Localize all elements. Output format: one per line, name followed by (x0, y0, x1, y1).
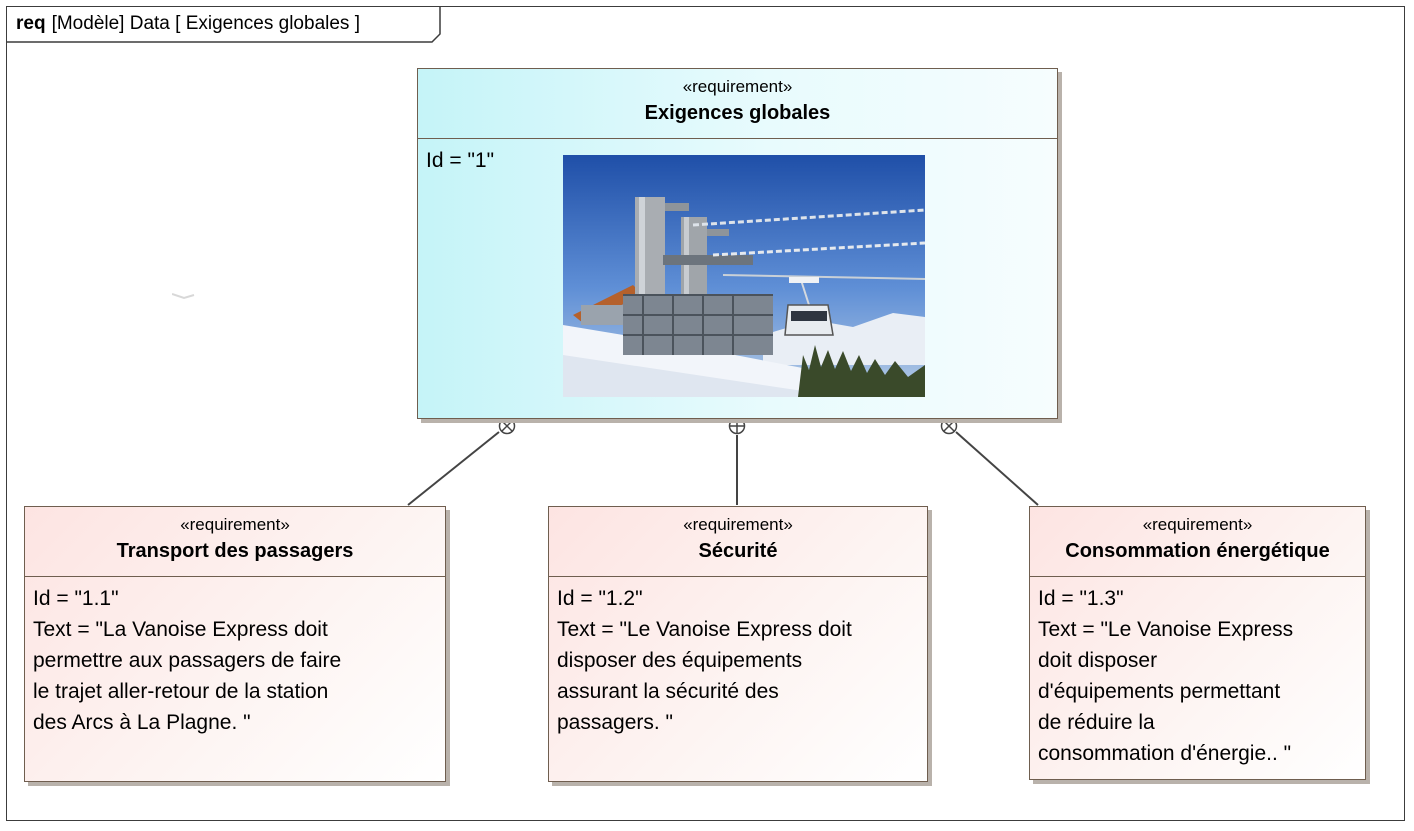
containment-symbol-left (498, 417, 516, 435)
requirement-name: Sécurité (698, 540, 778, 562)
requirement-name: Transport des passagers (116, 540, 354, 562)
requirement-header: «requirement» Transport des passagers (25, 507, 445, 577)
requirement-root[interactable]: «requirement» Exigences globales Id = "1… (417, 68, 1058, 419)
frame-keyword: req (16, 13, 46, 34)
requirement-text-line: doit disposer (1038, 649, 1158, 672)
requirement-id: Id = "1.1" (33, 587, 119, 610)
requirement-text-line: Text = "Le Vanoise Express (1038, 618, 1294, 641)
requirement-id: Id = "1.3" (1038, 587, 1124, 610)
requirement-id: Id = "1" (426, 149, 495, 172)
containment-symbol-right (940, 417, 958, 435)
stereotype-label: «requirement» (180, 515, 290, 534)
requirement-name: Exigences globales (644, 102, 831, 124)
requirement-body: Id = "1.1" Text = "La Vanoise Express do… (25, 577, 445, 744)
diagram-frame (6, 6, 1405, 821)
requirement-body: Id = "1.2" Text = "Le Vanoise Express do… (549, 577, 927, 744)
stereotype-label: «requirement» (683, 515, 793, 534)
requirement-transport-des-passagers[interactable]: «requirement» Transport des passagers Id… (24, 506, 446, 782)
requirement-text-line: consommation d'énergie.. " (1038, 742, 1292, 765)
stray-mark (172, 293, 195, 300)
requirement-name: Consommation énergétique (1065, 540, 1330, 562)
requirement-text-line: des Arcs à La Plagne. " (33, 711, 251, 734)
frame-header: req[Modèle] Data [ Exigences globales ] (6, 6, 374, 42)
frame-title: [Modèle] Data [ Exigences globales ] (51, 13, 360, 34)
requirement-text-line: assurant la sécurité des (557, 680, 779, 703)
stereotype-label: «requirement» (1142, 515, 1253, 534)
requirement-text-line: Text = "La Vanoise Express doit (33, 618, 328, 641)
requirement-header: «requirement» Sécurité (549, 507, 927, 577)
requirement-header: «requirement» Consommation énergétique (1030, 507, 1365, 577)
requirement-id: Id = "1.2" (557, 587, 643, 610)
stereotype-label: «requirement» (682, 77, 793, 96)
requirement-root-header: «requirement» Exigences globales (418, 69, 1057, 139)
requirement-text-line: disposer des équipements (557, 649, 803, 672)
requirement-consommation-energetique[interactable]: «requirement» Consommation énergétique I… (1029, 506, 1366, 780)
frame-tab-border (6, 6, 441, 43)
requirement-text-line: d'équipements permettant (1038, 680, 1281, 703)
connector-1-1 (407, 431, 500, 506)
connector-1-3 (955, 431, 1039, 506)
requirement-text-line: permettre aux passagers de faire (33, 649, 342, 672)
cable-car-station-photo (563, 155, 925, 397)
requirement-text-line: de réduire la (1038, 711, 1155, 734)
requirement-text-line: Text = "Le Vanoise Express doit (557, 618, 852, 641)
requirement-body: Id = "1.3" Text = "Le Vanoise Express do… (1030, 577, 1365, 775)
requirement-root-body: Id = "1" (418, 139, 1057, 182)
requirement-text-line: passagers. " (557, 711, 674, 734)
containment-symbol-center (728, 417, 746, 435)
requirement-text-line: le trajet aller-retour de la station (33, 680, 329, 703)
requirement-securite[interactable]: «requirement» Sécurité Id = "1.2" Text =… (548, 506, 928, 782)
